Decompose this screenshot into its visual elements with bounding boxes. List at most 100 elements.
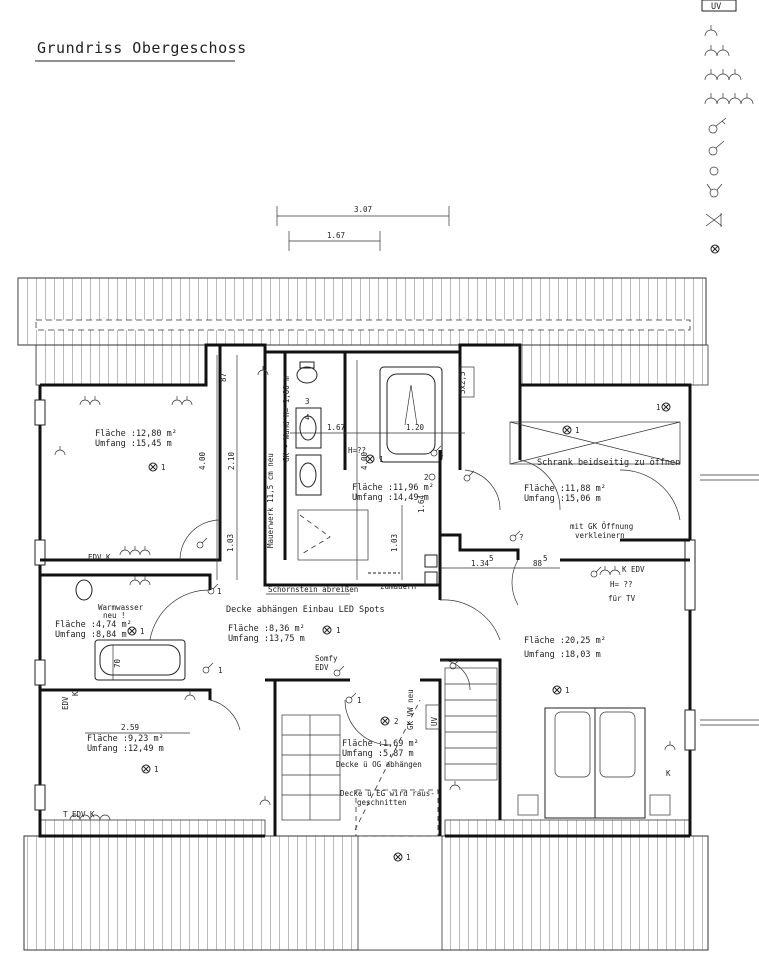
legend-uv-label: UV [711,2,721,12]
note-q-mark: ? [519,533,524,542]
note-decke-led: Decke abhängen Einbau LED Spots [226,605,385,615]
room-2-area: Fläche :11,96 m² [352,483,434,493]
room-6-area: Fläche :20,25 m² [524,636,606,646]
note-warmwasser-2: neu ! [103,611,126,620]
circuit-sw-5: 2 [424,473,429,482]
room-8-label: Fläche :1,69 m² Umfang :5,87 m [342,739,419,759]
door-swings [149,459,681,746]
dim-5x25: 5x2,5 [458,371,467,394]
room-5-label: Fläche :8,36 m² Umfang :13,75 m [228,624,305,644]
roof-bottom [23,819,709,951]
switch-icon [708,117,727,134]
room-6-perimeter: Umfang :18,03 m [524,650,601,660]
bed [517,707,671,819]
legend-uv-box [701,0,737,12]
circuit-wardrobe: 1 [656,403,661,412]
socket-4-icon [704,93,754,105]
roof-top [17,277,709,386]
lamp-icon [710,244,720,254]
lamp-stair [393,852,403,862]
interior-walls [40,345,690,836]
dim-259: 2.59 [121,723,139,732]
room-4-perimeter: Umfang :8,84 m [55,630,127,640]
room-2-perimeter: Umfang :14,49 m [352,493,429,503]
note-gk-wand: GK - Wand H= 1,00 m [282,376,291,462]
dim-307: 3.07 [354,205,372,214]
note-edv-bottom: EDV K [72,810,95,819]
room-8-area: Fläche :1,69 m² [342,739,419,749]
switch-2-icon [708,140,725,156]
lamp-wardrobe [661,402,671,412]
room-5-area: Fläche :8,36 m² [228,624,305,634]
switch-4-icon [705,213,723,227]
switch-symbols [196,445,602,704]
uv-box [425,704,441,730]
note-schornstein: Schornstein abreißen [268,585,358,594]
circuit-sw-4: 1 [439,449,444,458]
room-3-perimeter: Umfang :15,06 m [524,494,601,504]
note-t-mark: T [63,810,68,819]
note-zumauern: zumauern [380,582,416,591]
socket-symbols [54,366,676,821]
note-mauerwerk: Mauerwerk 11,5 cm neu [266,453,275,548]
note-uv: UV [430,716,439,726]
circuit-bath-3: 3 [305,397,310,406]
dim-400-mid: 4.00 [360,451,369,470]
chimney [368,554,438,585]
dim-87: 87 [219,373,228,382]
note-decke-eg-1: Decke ü EG wird raus- [340,789,435,798]
note-warmwasser-1: Warmwasser [98,603,144,612]
note-gk-vw: GK VW neu [406,689,415,730]
note-decke-eg-2: geschnitten [357,798,407,807]
room-8-perimeter: Umfang :5,87 m [342,749,414,759]
socket-2-icon [704,45,730,57]
note-edv-k-top: EDV K [88,553,111,562]
lamp-room-6 [552,685,562,695]
dim-167-top: 1.67 [327,231,345,240]
title-text: Grundriss Obergeschoss [37,39,247,57]
socket-3-icon [704,69,742,81]
note-edv-left: EDV [61,696,70,710]
staircase [281,667,498,837]
note-h-tv: H= ?? [610,580,633,589]
note-gk-oeffnung-2: verkleinern [575,531,625,540]
dim-400-left: 4.00 [198,451,207,470]
room-1-perimeter: Umfang :15,45 m [95,439,172,449]
exterior-walls [34,343,759,838]
circuit-room-4: 1 [140,627,145,636]
circuit-bath-4: 4 [305,413,310,422]
room-6-label: Fläche :20,25 m² Umfang :18,03 m [524,636,606,660]
note-somfy-1: Somfy [315,654,338,663]
circuit-sw-2: 1 [218,666,223,675]
note-h-unknown: H=?? [348,446,366,455]
circuit-room-5: 1 [336,626,341,635]
lamp-room-4 [127,626,137,636]
lamp-room-5 [322,625,332,635]
room-3-area: Fläche :11,88 m² [524,484,606,494]
room-4-area: Fläche :4,74 m² [55,620,132,630]
dim-103-left: 1.03 [226,534,235,552]
interior-dimension-lines [85,355,560,734]
lamp-room-1 [148,462,158,472]
dim-210: 2.10 [227,451,236,470]
dim-134-sup: 5 [489,554,494,563]
note-schrank: Schrank beidseitig zu öffnen [537,458,680,468]
circuit-room-3: 1 [575,426,580,435]
dim-164: 1.64 [417,494,426,513]
circuit-room-1: 1 [161,463,166,472]
note-k-left: K [71,691,80,696]
note-fuer-tv: für TV [608,594,636,603]
room-1-label: Fläche :12,80 m² Umfang :15,45 m [95,429,177,449]
switch-3-icon [706,183,723,198]
note-somfy-2: EDV [315,663,329,672]
junction-icon [709,166,719,176]
room-7-area: Fläche :9,23 m² [87,734,164,744]
circuit-sw-1: 1 [217,587,222,596]
circuit-room-6: 1 [565,686,570,695]
circuit-stair: 1 [406,853,411,862]
dim-88-sup: 5 [543,554,548,563]
room-2-label: Fläche :11,96 m² Umfang :14,49 m [352,483,434,503]
lamp-room-3 [562,425,572,435]
socket-1-icon [704,25,718,37]
